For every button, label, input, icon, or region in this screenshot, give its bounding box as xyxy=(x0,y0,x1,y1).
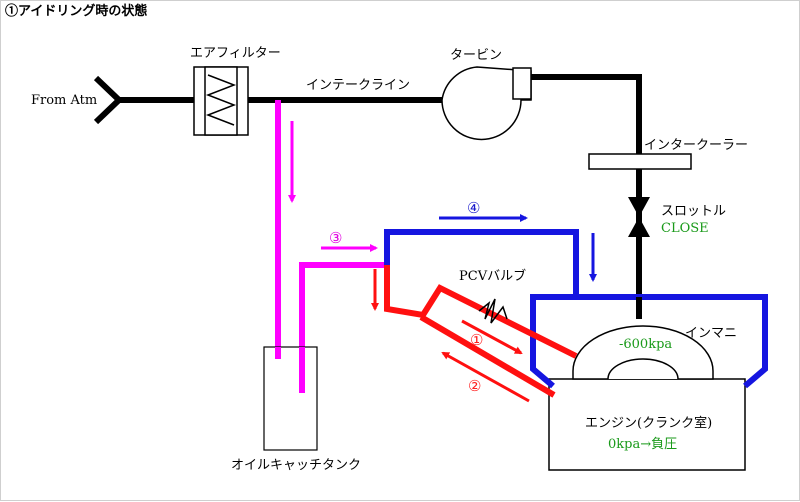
intake-manifold-label: インマニ xyxy=(685,326,738,341)
air-filter-label: エアフィルター xyxy=(190,46,281,61)
flow-marker-4: ④ xyxy=(467,199,481,217)
page-title: ①アイドリング時の状態 xyxy=(5,4,148,19)
engine-label: エンジン(クランク室) xyxy=(585,416,713,431)
turbine-label: タービン xyxy=(450,48,503,63)
red-arrow-m1 xyxy=(461,319,523,355)
air-filter xyxy=(193,66,249,136)
throttle-valve-icon xyxy=(628,197,650,237)
pcv-hose-lower xyxy=(419,314,556,398)
pcv-spring-icon xyxy=(478,298,508,324)
intake-line-label: インテークライン xyxy=(306,78,411,93)
manifold-pressure-label: -600kpa xyxy=(619,337,673,352)
turbine-icon xyxy=(441,66,532,141)
flow-marker-2: ② xyxy=(468,377,482,395)
catch-tank-label: オイルキャッチタンク xyxy=(231,458,362,473)
breather-pipe-blue xyxy=(384,229,579,295)
atm-inlet-icon xyxy=(93,75,124,125)
red-arrow-m2 xyxy=(441,351,530,403)
throttle-label: スロットル xyxy=(661,204,727,219)
boost-pipe xyxy=(526,74,642,295)
intake-manifold-dome xyxy=(572,325,714,380)
flow-marker-3: ③ xyxy=(329,229,343,247)
pcv-valve-label: PCVバルブ xyxy=(459,269,527,284)
throttle-state-label: CLOSE xyxy=(661,221,709,236)
intercooler-icon xyxy=(588,153,692,170)
oil-catch-tank xyxy=(263,346,318,451)
crankcase-pressure-label: 0kpa→負圧 xyxy=(608,437,678,452)
intercooler-label: インタークーラー xyxy=(644,138,749,153)
flow-marker-1: ① xyxy=(470,331,484,349)
intake-manifold-blue xyxy=(530,294,768,389)
from-atm-label: From Atm xyxy=(31,93,98,108)
engine-block xyxy=(548,378,746,471)
